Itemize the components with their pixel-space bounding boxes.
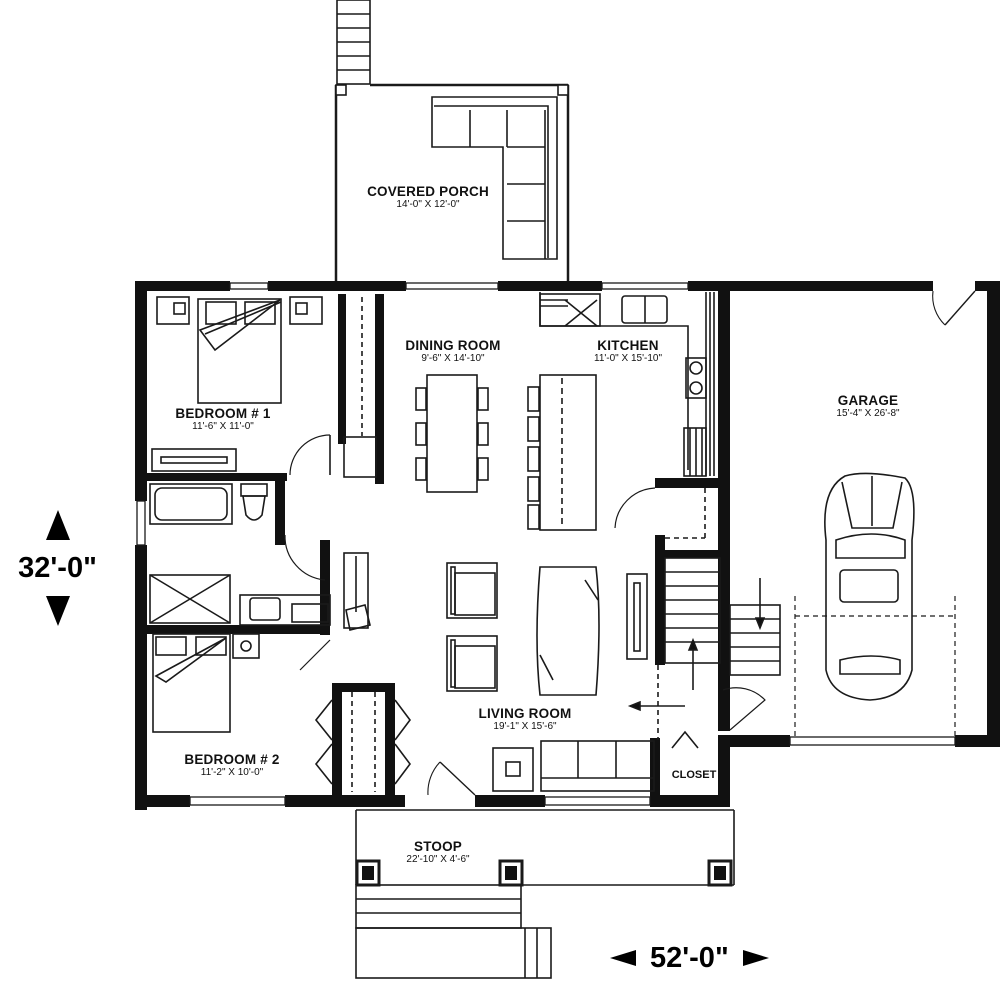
- room-name: STOOP: [413, 839, 462, 854]
- stoop-area: [355, 809, 735, 979]
- room-dimensions: 14'-0" X 12'-0": [396, 199, 460, 210]
- room-dimensions: 9'-6" X 14'-10": [421, 353, 485, 364]
- bathroom-fixtures: [149, 483, 331, 626]
- arrow-up-icon: [45, 510, 70, 540]
- room-label-kitchen: KITCHEN 11'-0" X 15'-10": [594, 338, 662, 365]
- room-label-bedroom-1: BEDROOM # 1 11'-6" X 11'-0": [175, 406, 270, 433]
- room-label-bedroom-2: BEDROOM # 2 11'-2" X 10'-0": [184, 752, 279, 779]
- kitchen-fixtures: [527, 292, 715, 539]
- bedroom-1-furniture: [151, 294, 384, 484]
- exterior-walls: [135, 281, 1000, 810]
- room-name: BEDROOM # 1: [175, 406, 271, 421]
- car-icon: [824, 472, 915, 701]
- room-label-living-room: LIVING ROOM 19'-1" X 15'-6": [479, 706, 572, 733]
- interior-stairs: [627, 557, 781, 749]
- living-room-furniture: [343, 552, 655, 796]
- overall-width-dimension: 52'-0": [610, 938, 769, 978]
- covered-porch-area: [334, 0, 570, 282]
- room-label-closet: CLOSET: [671, 769, 717, 781]
- room-name: COVERED PORCH: [367, 184, 489, 199]
- depth-value: 32'-0": [18, 552, 97, 584]
- room-dimensions: 11'-6" X 11'-0": [192, 421, 254, 432]
- windows: [136, 282, 956, 806]
- room-name: BEDROOM # 2: [184, 752, 280, 767]
- room-label-covered-porch: COVERED PORCH 14'-0" X 12'-0": [367, 184, 489, 211]
- room-label-garage: GARAGE 15'-4" X 26'-8": [836, 393, 899, 420]
- room-dimensions: 11'-2" X 10'-0": [200, 767, 264, 778]
- interior-walls: [147, 473, 720, 795]
- room-label-stoop: STOOP 22'-10" X 4'-6": [406, 839, 469, 866]
- room-label-dining-room: DINING ROOM 9'-6" X 14'-10": [405, 338, 500, 365]
- arrow-right-icon: [742, 950, 769, 966]
- width-value: 52'-0": [650, 941, 729, 974]
- room-name: LIVING ROOM: [478, 706, 572, 721]
- room-dimensions: 22'-10" X 4'-6": [406, 854, 470, 865]
- garage-contents: [794, 290, 976, 736]
- room-dimensions: 11'-0" X 15'-10": [594, 353, 662, 364]
- arrow-down-icon: [45, 596, 70, 626]
- room-name: GARAGE: [837, 393, 899, 408]
- bedroom-2-furniture: [152, 633, 411, 792]
- overall-depth-dimension: 32'-0": [10, 510, 105, 626]
- dining-table: [415, 374, 489, 493]
- room-name: DINING ROOM: [405, 338, 501, 353]
- room-dimensions: 19'-1" X 15'-6": [493, 721, 557, 732]
- room-dimensions: 15'-4" X 26'-8": [836, 408, 900, 419]
- room-name: KITCHEN: [597, 338, 659, 353]
- arrow-left-icon: [610, 950, 636, 966]
